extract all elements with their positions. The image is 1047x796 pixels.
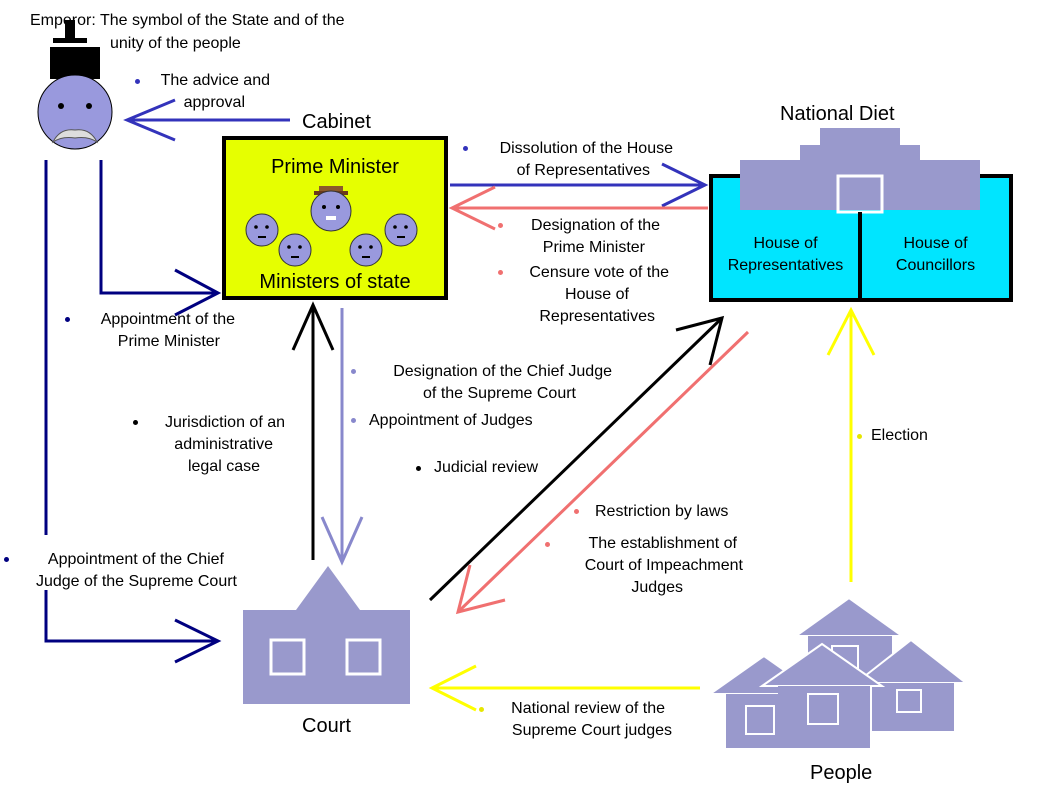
court-building: [243, 566, 410, 704]
impeachment-label-1: The establishment of: [588, 535, 737, 552]
cabinet-title: Cabinet: [302, 111, 371, 133]
restriction-bullet: [574, 509, 579, 514]
judicial-review-bullet: [416, 466, 421, 471]
arrow-advice: [123, 98, 290, 142]
dissolution-label-1: Dissolution of the House: [499, 140, 673, 157]
dissolution-label-2: of Representatives: [516, 162, 650, 179]
jurisdiction-bullet: [133, 420, 138, 425]
arrow-appointment-pm: [99, 160, 222, 317]
advice-label-2: approval: [183, 94, 245, 111]
jurisdiction-label-1: Jurisdiction of an: [164, 414, 285, 431]
designation-chief-judge-bullet: [351, 369, 356, 374]
arrow-designation-pm: [448, 185, 708, 231]
appointment-chief-judge-bullet: [4, 557, 9, 562]
ministers-label: Ministers of state: [259, 271, 411, 293]
designation-pm-label-1: Designation of the: [531, 217, 660, 234]
advice-bullet: [135, 79, 140, 84]
designation-pm-label-2: Prime Minister: [542, 239, 645, 256]
restriction-label: Restriction by laws: [595, 503, 729, 520]
emperor-figure: [37, 20, 113, 150]
designation-chief-judge-label-1: Designation of the Chief Judge: [393, 363, 612, 380]
arrow-appointment-judges: [320, 308, 364, 566]
emperor-caption-line2: unity of the people: [110, 35, 241, 52]
house-of-representatives-line1: House of: [753, 235, 818, 252]
designation-chief-judge-label-2: of the Supreme Court: [423, 385, 576, 402]
appointment-pm-label-1: Appointment of the: [100, 311, 235, 328]
jurisdiction-label-2: administrative: [174, 436, 273, 453]
diet-title: National Diet: [780, 103, 895, 125]
emperor-caption-line1: Emperor: The symbol of the State and of …: [30, 12, 345, 29]
people-title: People: [810, 762, 873, 784]
national-review-bullet: [479, 707, 484, 712]
appointment-chief-judge-label-2: Judge of the Supreme Court: [35, 573, 237, 590]
appointment-judges-bullet: [351, 418, 356, 423]
court-title: Court: [302, 715, 351, 737]
advice-label-1: The advice and: [160, 72, 270, 89]
jurisdiction-label-3: legal case: [187, 458, 260, 475]
censure-label-2: House of: [564, 286, 629, 303]
house-of-councillors-line1: House of: [903, 235, 968, 252]
arrow-restriction: [455, 330, 750, 615]
designation-pm-bullet: [498, 223, 503, 228]
house-of-councillors-line2: Councillors: [895, 257, 976, 274]
national-review-label-2: Supreme Court judges: [511, 722, 672, 739]
appointment-judges-label: Appointment of Judges: [369, 412, 533, 429]
election-bullet: [857, 434, 862, 439]
judicial-review-label: Judicial review: [434, 459, 539, 476]
appointment-pm-bullet: [65, 317, 70, 322]
censure-label-3: Representatives: [539, 308, 655, 325]
arrow-appointment-chief-judge: [44, 160, 222, 664]
dissolution-bullet: [463, 146, 468, 151]
impeachment-label-2: Court of Impeachment: [584, 557, 743, 574]
diet-building: [709, 128, 1013, 302]
minister-faces: [245, 186, 418, 267]
national-review-label-1: National review of the: [511, 700, 665, 717]
impeachment-label-3: Judges: [631, 579, 683, 596]
house-of-representatives-line2: Representatives: [727, 257, 844, 274]
appointment-pm-label-2: Prime Minister: [117, 333, 220, 350]
impeachment-bullet: [545, 542, 550, 547]
election-label: Election: [871, 427, 928, 444]
arrow-jurisdiction: [291, 301, 335, 560]
appointment-chief-judge-label-1: Appointment of the Chief: [47, 551, 224, 568]
arrow-national-review: [428, 664, 700, 712]
people-houses: [706, 596, 969, 748]
arrow-election: [826, 306, 876, 582]
arrow-dissolution: [450, 162, 709, 208]
censure-bullet: [498, 270, 503, 275]
censure-label-1: Censure vote of the: [529, 264, 669, 281]
prime-minister-label: Prime Minister: [271, 156, 399, 178]
arrow-judicial-review: [428, 315, 725, 602]
